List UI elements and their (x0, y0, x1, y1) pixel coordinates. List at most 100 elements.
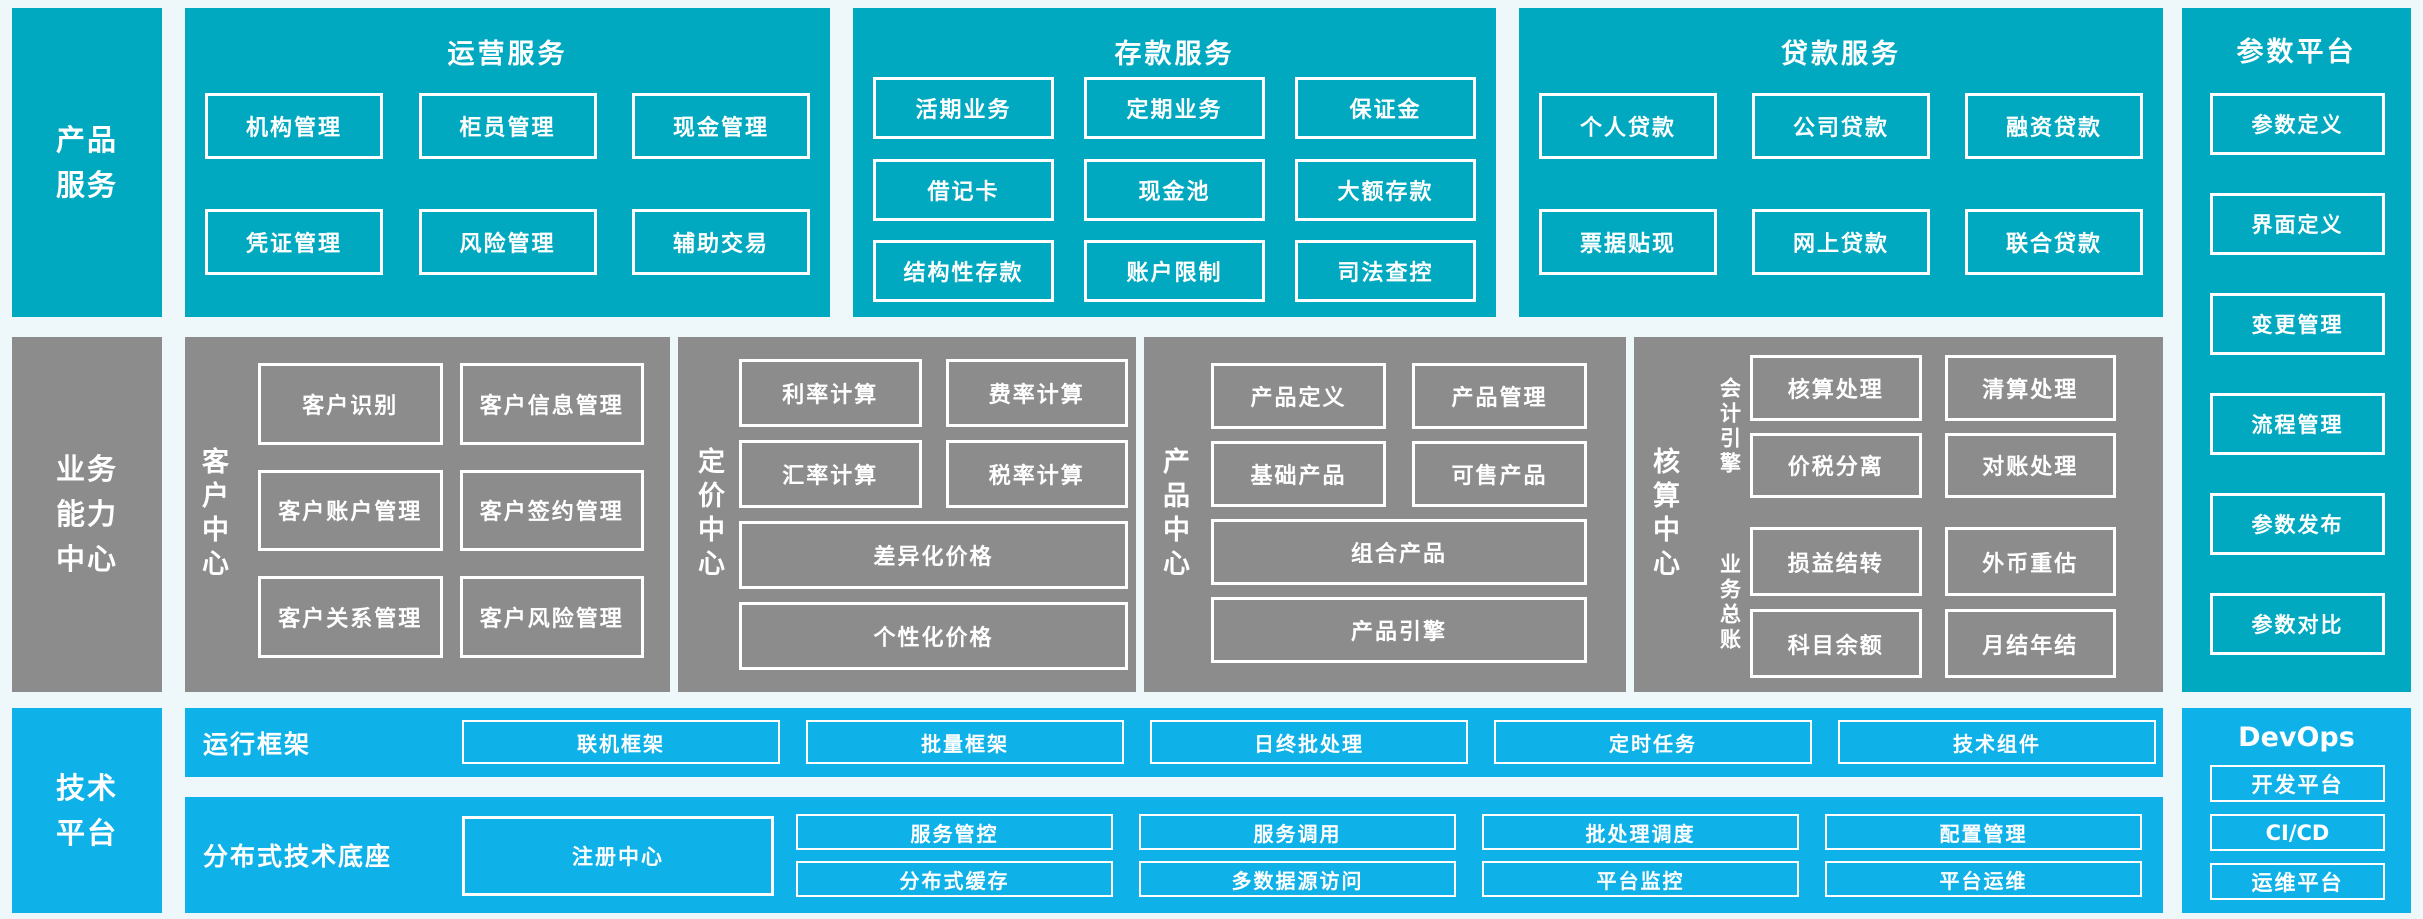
accounting-engine-group: 会计引擎 核算处理 清算处理 价税分离 对账处理 (1708, 355, 2116, 498)
rail-business-capability-center: 业务 能力 中心 (12, 337, 162, 692)
customer-center-grid: 客户识别 客户信息管理 客户账户管理 客户签约管理 客户关系管理 客户风险管理 (258, 363, 644, 658)
operations-row-2: 凭证管理 风险管理 辅助交易 (205, 209, 810, 275)
box-sellable-product: 可售产品 (1412, 441, 1587, 507)
accounting-engine-grid: 核算处理 清算处理 价税分离 对账处理 (1750, 355, 2116, 498)
box-account-balance: 科目余额 (1750, 609, 1922, 678)
box-fee-rate-calc: 费率计算 (945, 359, 1128, 427)
box-product-definition: 产品定义 (1211, 363, 1386, 429)
accounting-engine-label: 会计引擎 (1717, 376, 1742, 477)
box-development-platform: 开发平台 (2210, 765, 2385, 802)
customer-center-label: 客户中心 (197, 446, 228, 583)
box-multi-datasource-access: 多数据源访问 (1139, 861, 1456, 897)
box-personalized-pricing: 个性化价格 (739, 602, 1128, 670)
accounting-center-label: 核算中心 (1648, 446, 1679, 583)
box-parameter-release: 参数发布 (2210, 493, 2385, 555)
box-institution-management: 机构管理 (205, 93, 383, 159)
rail-product-services-label: 产品 服务 (55, 122, 118, 202)
box-large-deposit: 大额存款 (1295, 159, 1476, 221)
box-structured-deposit: 结构性存款 (873, 240, 1054, 302)
box-customer-account-management: 客户账户管理 (258, 469, 443, 552)
box-batch-framework: 批量框架 (806, 720, 1124, 764)
box-customer-contract-management: 客户签约管理 (459, 469, 644, 552)
box-financing-loan: 融资贷款 (1965, 93, 2143, 159)
loan-row-1: 个人贷款 公司贷款 融资贷款 (1539, 93, 2143, 159)
deposit-title: 存款服务 (1114, 39, 1235, 70)
deposit-row-1: 活期业务 定期业务 保证金 (873, 77, 1476, 139)
box-exchange-rate-calc: 汇率计算 (739, 440, 922, 508)
box-customer-risk-management: 客户风险管理 (459, 576, 644, 658)
operations-title: 运营服务 (447, 39, 568, 70)
box-reconciliation-processing: 对账处理 (1944, 432, 2116, 498)
box-platform-operations: 平台运维 (1825, 861, 2142, 897)
box-platform-monitoring: 平台监控 (1482, 861, 1799, 897)
section-customer-center: 客户中心 客户识别 客户信息管理 客户账户管理 客户签约管理 客户关系管理 客户… (185, 337, 670, 692)
deposit-row-2: 借记卡 现金池 大额存款 (873, 159, 1476, 221)
box-teller-management: 柜员管理 (418, 93, 597, 159)
box-parameter-definition: 参数定义 (2210, 93, 2385, 155)
box-operations-platform: 运维平台 (2210, 863, 2385, 900)
box-month-year-end-closing: 月结年结 (1944, 609, 2116, 678)
box-product-management: 产品管理 (1412, 363, 1587, 429)
section-product-center: 产品中心 产品定义 产品管理 基础产品 可售产品 组合产品 产品引擎 (1144, 337, 1626, 692)
pricing-center-label: 定价中心 (693, 446, 724, 583)
box-voucher-management: 凭证管理 (205, 209, 383, 275)
box-judicial-control: 司法查控 (1295, 240, 1476, 302)
box-tax-rate-calc: 税率计算 (945, 440, 1128, 508)
box-auxiliary-transaction: 辅助交易 (632, 209, 810, 275)
devops-boxes: 开发平台 CI/CD 运维平台 (2210, 765, 2385, 900)
box-service-invocation: 服务调用 (1139, 814, 1456, 850)
box-cash-management: 现金管理 (632, 93, 810, 159)
box-process-management: 流程管理 (2210, 393, 2385, 455)
operations-row-1: 机构管理 柜员管理 现金管理 (205, 93, 810, 159)
box-risk-management: 风险管理 (418, 209, 597, 275)
distributed-grid: 服务管控 服务调用 批处理调度 配置管理 分布式缓存 多数据源访问 平台监控 平… (796, 814, 2142, 897)
rail-product-services: 产品 服务 (12, 8, 162, 317)
box-configuration-management: 配置管理 (1825, 814, 2142, 850)
box-change-management: 变更管理 (2210, 293, 2385, 355)
box-customer-relationship-management: 客户关系管理 (258, 576, 443, 658)
runtime-framework-label: 运行框架 (203, 729, 312, 759)
box-bill-discount: 票据贴现 (1539, 209, 1717, 275)
box-cash-pool: 现金池 (1084, 159, 1265, 221)
box-corporate-loan: 公司贷款 (1752, 93, 1930, 159)
loan-title: 贷款服务 (1781, 39, 1901, 70)
pricing-center-grid: 利率计算 费率计算 汇率计算 税率计算 差异化价格 个性化价格 (739, 359, 1128, 670)
box-end-of-day-batch: 日终批处理 (1150, 720, 1468, 764)
box-clearing-processing: 清算处理 (1944, 355, 2116, 421)
section-distributed-base: 分布式技术底座 注册中心 服务管控 服务调用 批处理调度 配置管理 分布式缓存 … (185, 797, 2163, 913)
box-price-tax-separation: 价税分离 (1750, 432, 1922, 498)
box-service-governance: 服务管控 (796, 814, 1113, 850)
box-customer-info-management: 客户信息管理 (459, 363, 644, 445)
box-scheduled-task: 定时任务 (1494, 720, 1812, 764)
product-center-label: 产品中心 (1158, 446, 1189, 583)
box-online-framework: 联机框架 (462, 720, 780, 764)
business-ledger-label: 业务总账 (1717, 552, 1742, 653)
box-syndicated-loan: 联合贷款 (1965, 209, 2143, 275)
runtime-boxes: 联机框架 批量框架 日终批处理 定时任务 技术组件 (462, 720, 2156, 764)
box-margin-deposit: 保证金 (1295, 77, 1476, 139)
box-online-loan: 网上贷款 (1752, 209, 1930, 275)
devops-title: DevOps (2238, 722, 2355, 753)
box-composite-product: 组合产品 (1211, 519, 1587, 585)
box-interest-rate-calc: 利率计算 (739, 359, 922, 427)
box-time-deposit: 定期业务 (1084, 77, 1265, 139)
section-parameter-platform: 参数平台 参数定义 界面定义 变更管理 流程管理 参数发布 参数对比 (2182, 8, 2411, 692)
section-pricing-center: 定价中心 利率计算 费率计算 汇率计算 税率计算 差异化价格 个性化价格 (678, 337, 1136, 692)
box-parameter-compare: 参数对比 (2210, 593, 2385, 655)
rail-technology-platform-label: 技术 平台 (55, 770, 118, 850)
product-center-grid: 产品定义 产品管理 基础产品 可售产品 组合产品 产品引擎 (1211, 363, 1587, 663)
box-demand-deposit: 活期业务 (873, 77, 1054, 139)
loan-row-2: 票据贴现 网上贷款 联合贷款 (1539, 209, 2143, 275)
box-registry-center: 注册中心 (462, 816, 774, 896)
section-operations-services: 运营服务 机构管理 柜员管理 现金管理 凭证管理 风险管理 辅助交易 (185, 8, 830, 317)
deposit-row-3: 结构性存款 账户限制 司法查控 (873, 240, 1476, 302)
parameter-title: 参数平台 (2236, 37, 2357, 68)
box-debit-card: 借记卡 (873, 159, 1054, 221)
box-basic-product: 基础产品 (1211, 441, 1386, 507)
section-loan-services: 贷款服务 个人贷款 公司贷款 融资贷款 票据贴现 网上贷款 联合贷款 (1519, 8, 2163, 317)
business-ledger-grid: 损益结转 外币重估 科目余额 月结年结 (1750, 527, 2116, 678)
box-distributed-cache: 分布式缓存 (796, 861, 1113, 897)
box-technical-component: 技术组件 (1838, 720, 2156, 764)
box-foreign-currency-revaluation: 外币重估 (1944, 527, 2116, 596)
